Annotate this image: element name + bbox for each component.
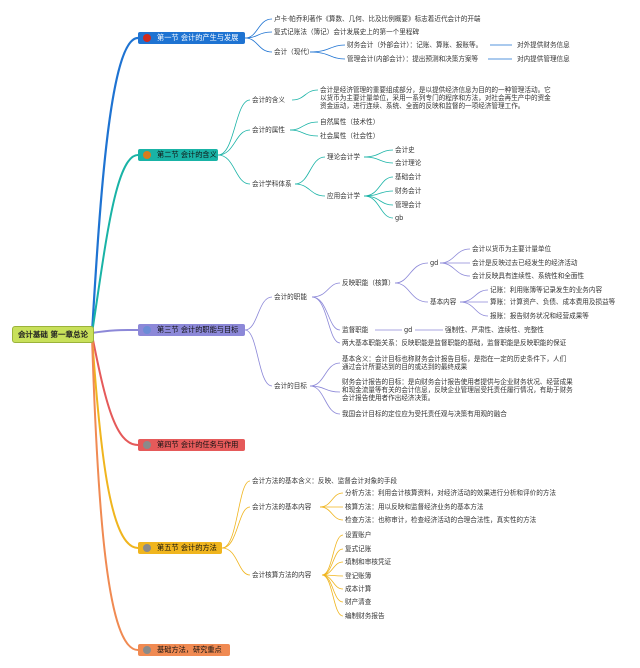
- s3-node-basic-content[interactable]: 基本内容: [430, 298, 457, 306]
- s1-node-modern[interactable]: 会计（现代）: [274, 48, 314, 56]
- s2-node-natural[interactable]: 自然属性（技术性）: [320, 118, 380, 126]
- section-4-dot-icon: [143, 441, 151, 449]
- s2-node-accounting-theory[interactable]: 会计理论: [395, 159, 422, 167]
- s3-node-reflect-c[interactable]: 会计反映具有连续性、系统性和全面性: [472, 272, 585, 280]
- s3-node-bookkeeping[interactable]: 记账：利用账簿等记录发生的业务内容: [490, 286, 603, 294]
- section-3-label: 第三节 会计的职能与目标: [157, 325, 239, 334]
- section-2-dot-icon: [143, 151, 151, 159]
- s1-node-financial-right[interactable]: 对外提供财务信息: [517, 41, 570, 49]
- s2-node-meaning[interactable]: 会计的含义: [252, 96, 285, 104]
- s1-node-financial[interactable]: 财务会计（外部会计）：记账、算账、报账等。: [347, 41, 483, 49]
- s1-node-management[interactable]: 管理会计(内部会计）：提出预测和决策方案等: [347, 55, 479, 63]
- s2-node-discipline[interactable]: 会计学科体系: [252, 180, 292, 188]
- s5-node-analysis[interactable]: 分析方法：利用会计核算资料，对经济活动的效果进行分析和评价的方法: [345, 489, 556, 497]
- s3-node-function[interactable]: 会计的职能: [274, 293, 307, 301]
- s3-node-goal-china[interactable]: 我国会计目标的定位应为受托责任观与决策有用观的融合: [342, 410, 507, 418]
- s3-node-reflect-gd[interactable]: gd: [430, 259, 439, 267]
- s3-node-goal-report[interactable]: 财务会计报告的目标：是向财务会计报告使用者提供与企业财务状况、经营成果和现金流量…: [342, 378, 573, 402]
- s5-node-method-meaning[interactable]: 会计方法的基本含义：反映、监督会计对象的手段: [252, 477, 398, 485]
- s1-node-double-entry[interactable]: 复式记账法（簿记）会计发展史上的第一个里程碑: [274, 28, 420, 36]
- s2-node-meaning-text[interactable]: 会计是经济管理的重要组成部分，是以提供经济信息为目的的一种管理活动。它以货币为主…: [320, 86, 551, 110]
- s1-node-management-right[interactable]: 对内提供管理信息: [517, 55, 570, 63]
- s2-node-management-acct[interactable]: 管理会计: [395, 201, 422, 209]
- s3-node-supervise-traits[interactable]: 强制性、严肃性、连续性、完整性: [445, 326, 544, 334]
- s2-node-history[interactable]: 会计史: [395, 146, 415, 154]
- s2-node-gb[interactable]: gb: [395, 214, 404, 222]
- root-topic[interactable]: 会计基础 第一章总论: [12, 326, 94, 343]
- section-6-label: 基础方法，研究重点: [157, 645, 222, 654]
- section-1-label: 第一节 会计的产生与发展: [157, 33, 239, 42]
- s5-node-method-content[interactable]: 会计方法的基本内容: [252, 503, 312, 511]
- s5-node-accounting[interactable]: 核算方法：用以反映和监督经济业务的基本方法: [345, 503, 484, 511]
- s3-node-goal[interactable]: 会计的目标: [274, 382, 307, 390]
- s2-node-attribute[interactable]: 会计的属性: [252, 126, 285, 134]
- s2-node-applied[interactable]: 应用会计学: [327, 192, 360, 200]
- section-5-dot-icon: [143, 544, 151, 552]
- section-2-node[interactable]: 第二节 会计的含义: [138, 149, 218, 161]
- s2-node-basic[interactable]: 基础会计: [395, 173, 422, 181]
- s5-node-costing[interactable]: 成本计算: [345, 585, 372, 593]
- s3-node-reflect[interactable]: 反映职能（核算）: [342, 279, 395, 287]
- section-6-node[interactable]: 基础方法，研究重点: [138, 644, 230, 656]
- s5-node-reports[interactable]: 编制财务报告: [345, 612, 385, 620]
- s3-node-reporting[interactable]: 报账：报告财务状况和经营成果等: [490, 312, 589, 320]
- section-5-node[interactable]: 第五节 会计的方法: [138, 542, 222, 554]
- section-1-node[interactable]: 第一节 会计的产生与发展: [138, 32, 245, 44]
- s3-node-supervise[interactable]: 监督职能: [342, 326, 369, 334]
- s2-node-financial-acct[interactable]: 财务会计: [395, 187, 422, 195]
- section-5-label: 第五节 会计的方法: [157, 543, 217, 552]
- s5-node-inspection[interactable]: 检查方法：也称审计，检查经济活动的合理合法性，真实性的方法: [345, 516, 537, 524]
- s3-node-reflect-a[interactable]: 会计以货币为主要计量单位: [472, 245, 552, 253]
- s3-node-relation[interactable]: 两大基本职能关系：反映职能是监督职能的基础，监督职能是反映职能的保证: [342, 339, 567, 347]
- section-3-dot-icon: [143, 326, 151, 334]
- section-6-dot-icon: [143, 646, 151, 654]
- s3-node-supervise-gd[interactable]: gd: [404, 326, 413, 334]
- s2-node-social[interactable]: 社会属性（社会性）: [320, 132, 380, 140]
- s5-node-accounts[interactable]: 设置账户: [345, 531, 372, 539]
- s5-node-double-entry[interactable]: 复式记账: [345, 545, 372, 553]
- s3-node-reflect-b[interactable]: 会计是反映过去已经发生的经济活动: [472, 259, 578, 267]
- section-2-label: 第二节 会计的含义: [157, 150, 217, 159]
- section-1-dot-icon: [143, 34, 151, 42]
- section-3-node[interactable]: 第三节 会计的职能与目标: [138, 324, 245, 336]
- section-4-label: 第四节 会计的任务与作用: [157, 440, 239, 449]
- s5-node-ledger[interactable]: 登记账簿: [345, 572, 372, 580]
- s3-node-calculating[interactable]: 算账：计算资产、负债、成本费用及损益等: [490, 298, 616, 306]
- s1-node-luca[interactable]: 卢卡·帕乔利著作《算数、几何、比及比例概要》标志着近代会计的开端: [274, 15, 481, 23]
- s5-node-core-methods[interactable]: 会计核算方法的内容: [252, 571, 312, 579]
- s3-node-goal-meaning[interactable]: 基本含义：会计目标也称财务会计报告目标，是指在一定的历史条件下，人们通过会计所要…: [342, 355, 567, 371]
- s5-node-vouchers[interactable]: 填制和审核凭证: [345, 558, 392, 566]
- section-4-node[interactable]: 第四节 会计的任务与作用: [138, 439, 245, 451]
- s5-node-inventory[interactable]: 财产清查: [345, 598, 372, 606]
- s2-node-theory[interactable]: 理论会计学: [327, 153, 360, 161]
